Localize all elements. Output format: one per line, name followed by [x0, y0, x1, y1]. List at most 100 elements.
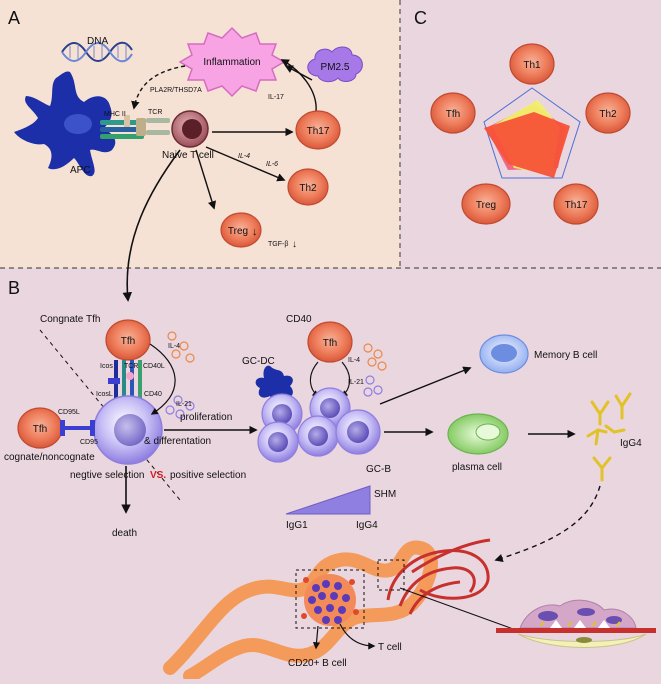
tcr-label-a: TCR [148, 109, 162, 116]
tfh-b-receptors [108, 360, 142, 404]
igg4-label: IgG4 [620, 438, 642, 449]
il17-label: IL-17 [268, 94, 284, 101]
b-cell-main [93, 395, 163, 465]
th2-cell-c [585, 92, 631, 134]
tfh-cell-mid [307, 321, 353, 363]
igg1-label: IgG1 [286, 520, 308, 531]
vs-label: VS. [150, 470, 166, 481]
cd95-receptor [60, 420, 95, 436]
gcdc-label: GC-DC [242, 356, 275, 367]
pm25-label: PM2.5 [321, 62, 350, 73]
naive-to-treg-arrow [195, 149, 217, 210]
th1-cell-c [509, 43, 555, 85]
red-vessel-loops [386, 538, 491, 615]
dna-label: DNA [87, 36, 108, 47]
plasma-cell [447, 413, 509, 455]
il21-label-mid: IL-21 [348, 379, 364, 386]
dna-helix [61, 41, 133, 63]
plasma-label: plasma cell [452, 462, 502, 473]
treg-down-arrow: ↓ [252, 226, 258, 238]
shm-triangle [285, 485, 371, 515]
il4-cytokines-mid [363, 343, 387, 371]
il21-label-left: IL-21 [176, 401, 192, 408]
cd40l-label: CD40L [143, 363, 165, 370]
positive-selection-label: positive selection [170, 470, 246, 481]
cd95-label: CD95 [80, 439, 98, 446]
il6-label-a: IL-6 [266, 161, 278, 168]
igg4-bottom-label: IgG4 [356, 520, 378, 531]
tfh-mid-arrow-left [309, 361, 320, 397]
cognate-tfh-label: Congnate Tfh [40, 314, 100, 325]
th17-cell-c [553, 183, 599, 225]
treg-label-a: Treg [228, 226, 248, 237]
panel-c-letter: C [414, 8, 427, 28]
tfh-label-c: Tfh [446, 109, 460, 120]
treg-cell-a [220, 212, 262, 248]
renal-tubule [163, 540, 438, 683]
th17-cell-a [295, 110, 341, 150]
th1-label-c: Th1 [523, 60, 541, 71]
cognate-noncognate-label: cognate/noncognate [4, 452, 95, 463]
shm-label: SHM [374, 489, 396, 500]
inflammation-to-apc-arrow [131, 65, 186, 110]
tfh-cell-c [430, 92, 476, 134]
immune-infiltrate [295, 569, 365, 629]
mhc-tcr-complex [100, 115, 170, 139]
tfh-to-b-arrow [149, 343, 176, 415]
glomerular-detail [496, 599, 656, 648]
igg4-to-glomerulus-arrow [494, 485, 601, 563]
gcb-label: GC-B [366, 464, 391, 475]
negative-selection-label: negtive selection [70, 470, 145, 481]
il21-cytokines-left [165, 395, 195, 419]
proliferation-label: proliferation [180, 412, 232, 423]
radar-chart [483, 87, 581, 179]
treg-cell-c [461, 183, 511, 225]
tcr-label-b: TCR [124, 363, 138, 370]
naive-to-th2-arrow [205, 146, 286, 182]
icosl-label: IcosL [96, 391, 113, 398]
icos-label: Icos [100, 363, 113, 370]
th17-label-a: Th17 [307, 126, 330, 137]
t-cell-label: T cell [378, 642, 402, 653]
naive-t-cell [171, 110, 209, 148]
pla2r-label: PLA2R/THSD7A [150, 87, 202, 94]
panel-b-letter: B [8, 278, 20, 298]
il21-cytokines-mid [363, 375, 383, 397]
cd95l-label: CD95L [58, 409, 80, 416]
cd20-label: CD20+ B cell [288, 658, 347, 669]
tfh-cell-top [105, 319, 151, 361]
cd40-label: CD40 [144, 391, 162, 398]
b-cell-pointer [312, 625, 321, 650]
il4-label-top: IL-4 [168, 343, 180, 350]
tgfb-label: TGF-β [268, 241, 288, 248]
panel-a-letter: A [8, 8, 20, 28]
memory-b-cell [479, 334, 529, 374]
igg4-antibodies [586, 392, 632, 482]
th2-label-c: Th2 [599, 109, 617, 120]
gc-dc-cell [255, 365, 293, 402]
mhc-label: MHC II [104, 111, 126, 118]
il4-cytokines-top [167, 331, 195, 363]
gc-to-memory-arrow [379, 366, 472, 405]
t-cell-pointer [339, 623, 376, 650]
apc-label: APC [70, 165, 91, 176]
treg-label-c: Treg [476, 200, 496, 211]
th2-cell-a [287, 168, 329, 206]
memory-label: Memory B cell [534, 350, 597, 361]
differentiation-label: & differentation [144, 436, 211, 447]
zoom-box [377, 559, 405, 591]
pm25-cloud [307, 46, 363, 83]
apc-cell [14, 71, 116, 177]
inflammation-label: Inflammation [203, 57, 260, 68]
naive-label: Naive T cell [162, 150, 214, 161]
gc-b-cluster [257, 387, 381, 463]
zoom-line [399, 587, 517, 631]
th2-label-a: Th2 [299, 183, 317, 194]
il4-label-a: IL-4 [238, 153, 250, 160]
cd40-top-label: CD40 [286, 314, 312, 325]
tgfb-down-arrow: ↓ [292, 239, 297, 250]
il4-label-mid: IL-4 [348, 357, 360, 364]
inflammation-burst [178, 26, 286, 98]
